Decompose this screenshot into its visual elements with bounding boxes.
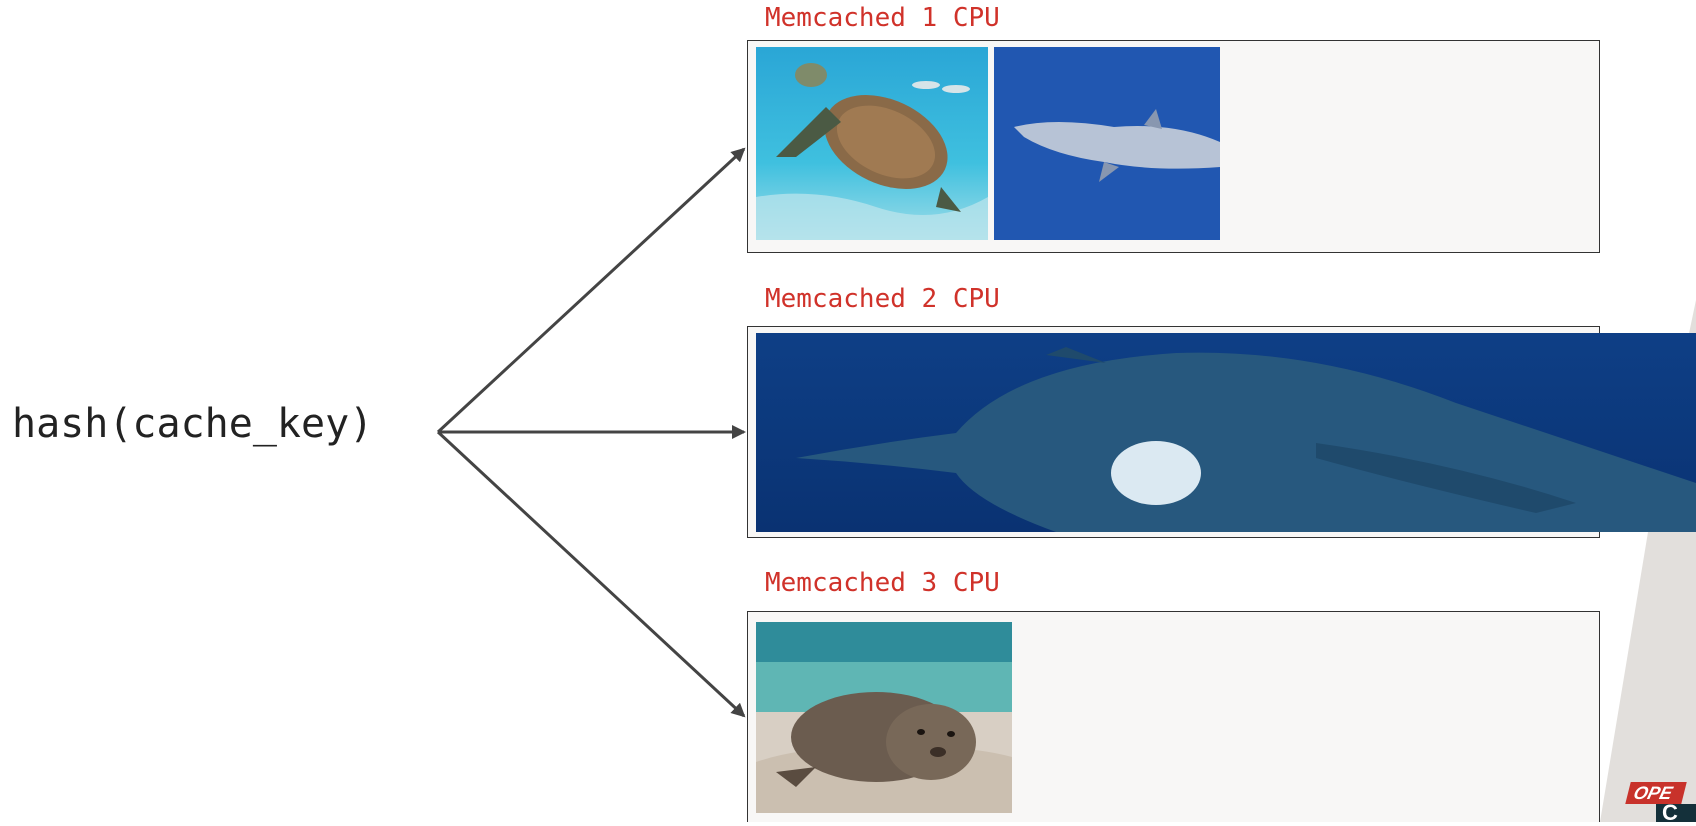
server-3-label: Memcached 3 CPU <box>765 570 1000 596</box>
server-2-label: Memcached 2 CPU <box>765 286 1000 312</box>
hash-function-label: hash(cache_key) <box>12 404 373 444</box>
arrow-to-server-1 <box>438 149 744 432</box>
server-1-label: Memcached 1 CPU <box>765 5 1000 31</box>
monk-seal-image <box>756 622 1012 813</box>
arrow-to-server-3 <box>438 432 744 716</box>
sea-turtle-image <box>756 47 988 240</box>
server-3-box <box>747 611 1600 822</box>
server-1-box <box>747 40 1600 253</box>
dolphin-image <box>994 47 1220 240</box>
conference-logo-mark: C <box>1656 804 1696 822</box>
humpback-whale-image <box>756 333 1696 532</box>
